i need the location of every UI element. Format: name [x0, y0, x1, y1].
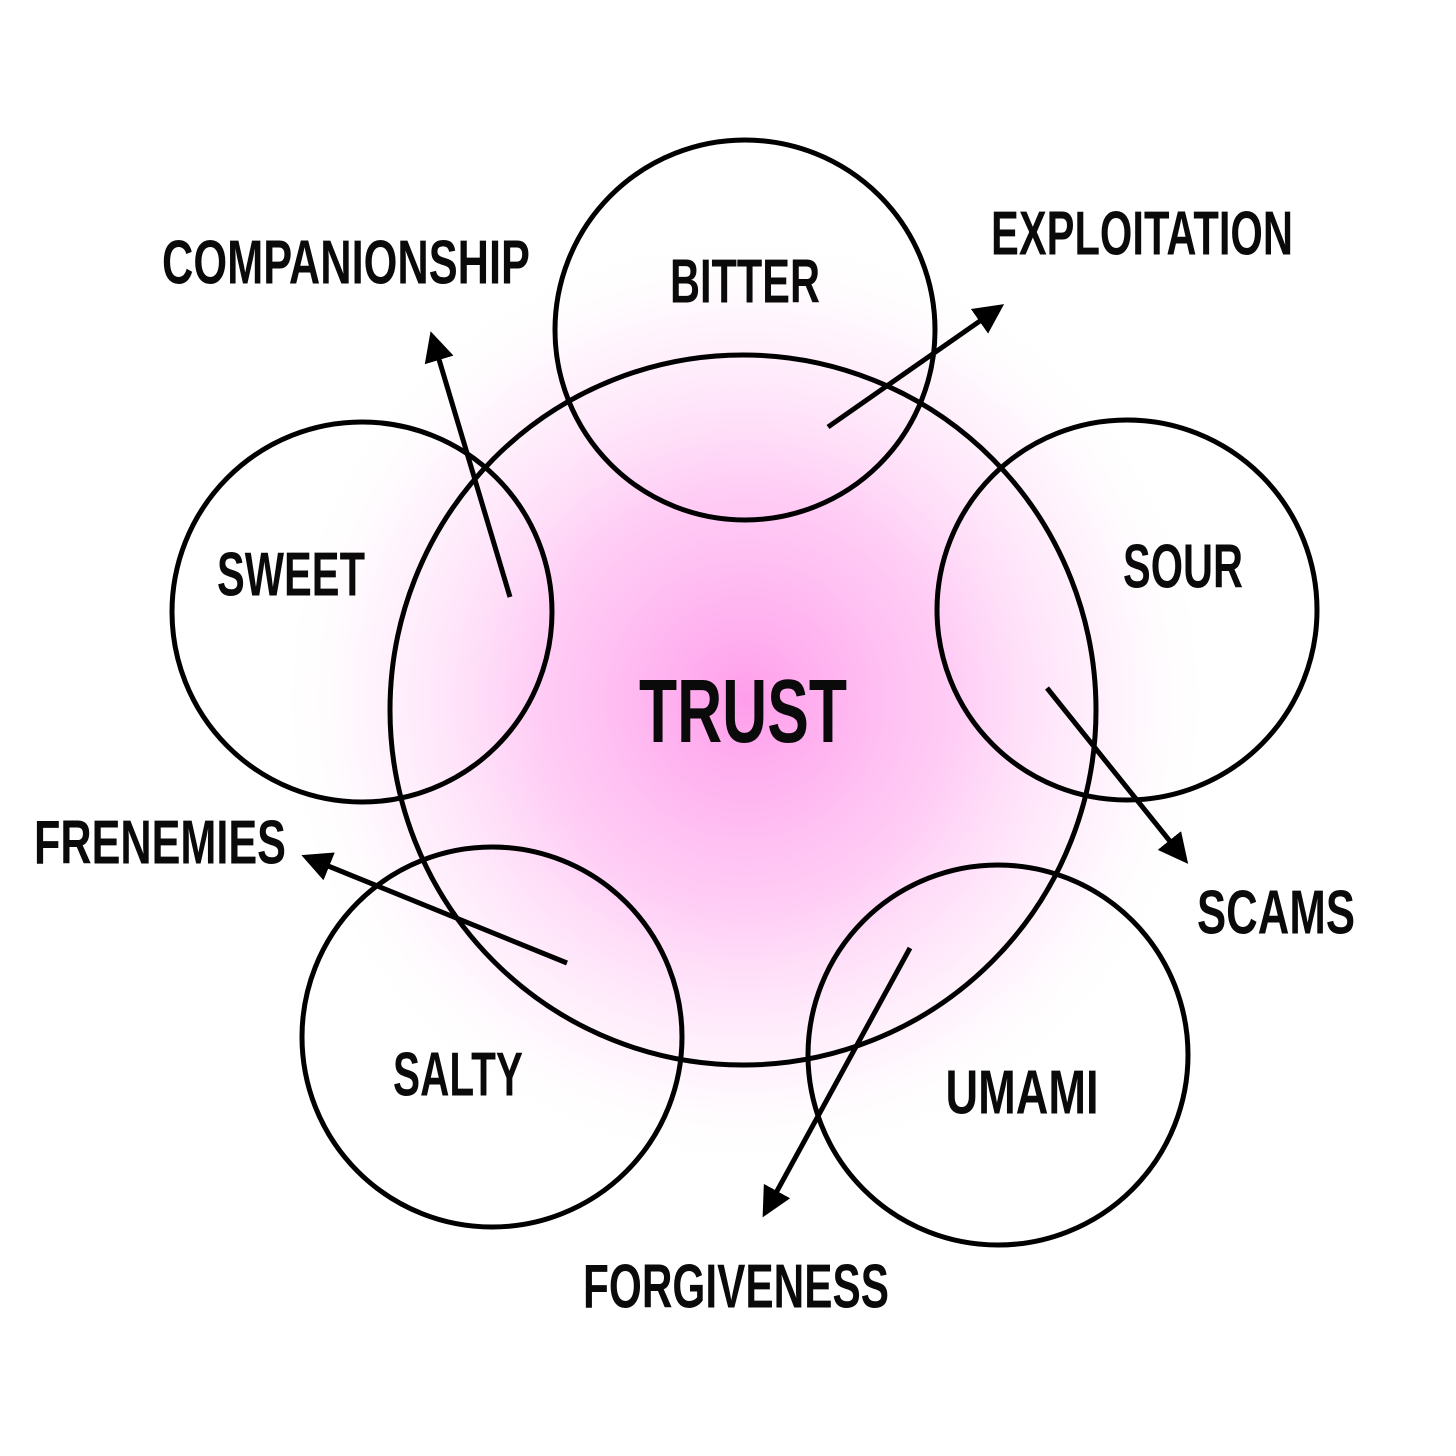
- sweet-label: SWEET: [217, 541, 365, 610]
- sour-circle: [934, 417, 1320, 803]
- frenemies-arrow: [301, 852, 568, 966]
- umami-label: UMAMI: [946, 1059, 1099, 1128]
- sweet-circle: [169, 419, 555, 805]
- scams-label: SCAMS: [1197, 879, 1355, 948]
- salty-circle: [299, 844, 685, 1230]
- forgiveness-label: FORGIVENESS: [583, 1253, 889, 1322]
- frenemies-label: FRENEMIES: [34, 809, 286, 878]
- trust-label: TRUST: [639, 662, 847, 762]
- companionship-arrow: [424, 331, 513, 598]
- umami-circle: [805, 862, 1191, 1248]
- exploitation-arrow: [826, 304, 1005, 430]
- exploitation-label: EXPLOITATION: [991, 200, 1293, 269]
- scams-arrow: [1045, 686, 1189, 864]
- bitter-label: BITTER: [670, 248, 820, 317]
- companionship-label: COMPANIONSHIP: [162, 229, 530, 298]
- forgiveness-arrow: [762, 946, 913, 1218]
- bitter-circle: [552, 137, 938, 523]
- sour-label: SOUR: [1123, 533, 1243, 602]
- trust-glow: [265, 230, 1225, 1170]
- trust-circle: [387, 352, 1099, 1068]
- salty-label: SALTY: [393, 1041, 523, 1110]
